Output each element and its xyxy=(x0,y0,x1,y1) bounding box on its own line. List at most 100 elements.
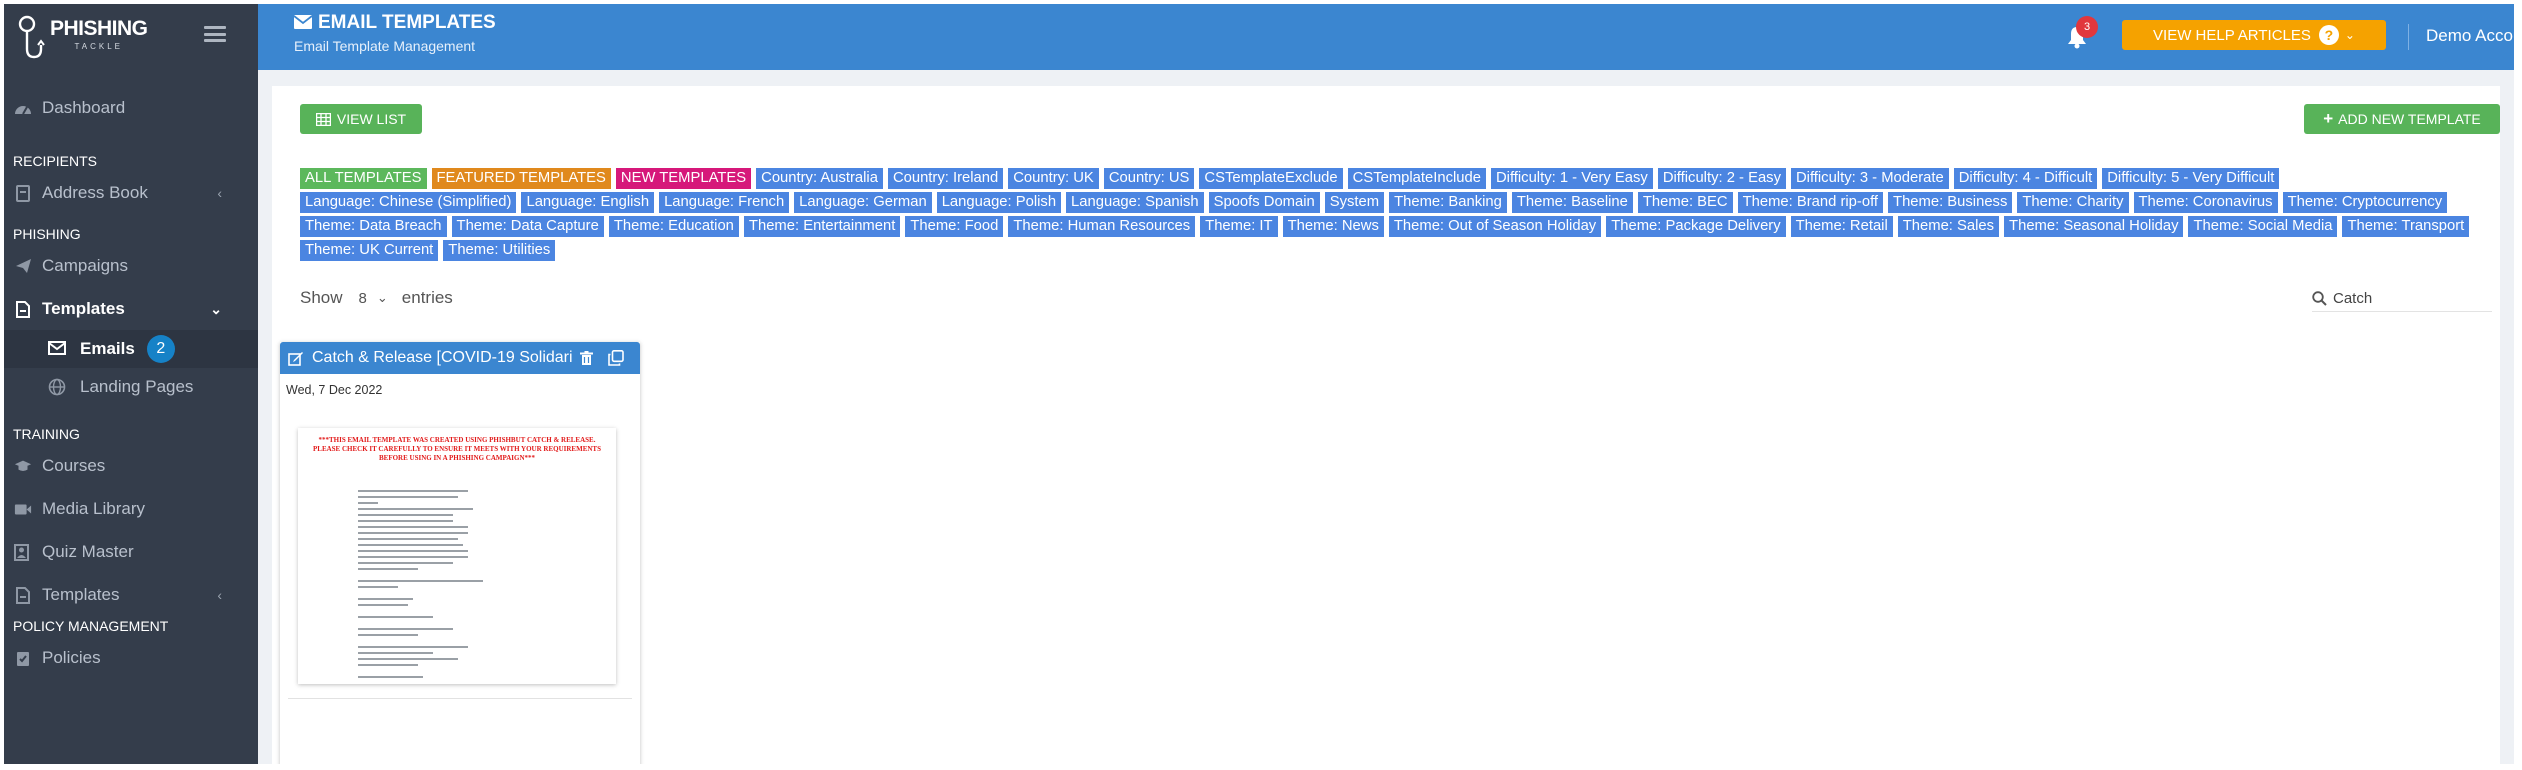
tag-filter[interactable]: Theme: Coronavirus xyxy=(2133,192,2278,213)
sidebar-item-dashboard[interactable]: Dashboard xyxy=(4,86,258,129)
sidebar-item-training-templates[interactable]: Templates ‹ xyxy=(4,573,258,616)
tag-filter[interactable]: Country: Ireland xyxy=(887,168,1004,189)
tag-filter[interactable]: Difficulty: 2 - Easy xyxy=(1657,168,1786,189)
tag-filter[interactable]: Theme: Transport xyxy=(2342,216,2470,237)
tag-filter[interactable]: Country: UK xyxy=(1008,168,1099,189)
tag-filter[interactable]: Difficulty: 5 - Very Difficult xyxy=(2102,168,2280,189)
chevron-down-icon: ⌄ xyxy=(376,290,388,305)
file-icon xyxy=(14,300,32,318)
account-name: Demo Account xyxy=(2426,26,2514,45)
tag-filter[interactable]: Country: Australia xyxy=(756,168,883,189)
tag-filter[interactable]: Theme: News xyxy=(1282,216,1384,237)
tag-filter[interactable]: Theme: BEC xyxy=(1637,192,1733,213)
entries-select[interactable]: 8 ⌄ xyxy=(359,290,388,307)
view-list-button[interactable]: VIEW LIST xyxy=(300,104,422,134)
sidebar: PHISHING TACKLE Dashboard RECIPIENTS Add… xyxy=(4,4,258,764)
tag-filter[interactable]: Theme: Retail xyxy=(1790,216,1893,237)
sidebar-item-emails[interactable]: Emails 2 xyxy=(4,330,258,368)
add-new-label: ADD NEW TEMPLATE xyxy=(2338,111,2481,127)
search-input[interactable] xyxy=(2333,290,2473,307)
tag-filter[interactable]: Theme: Seasonal Holiday xyxy=(2004,216,2184,237)
card-header: Catch & Release [COVID-19 Solidarity xyxy=(280,342,640,374)
tag-filter[interactable]: CSTemplateExclude xyxy=(1199,168,1343,189)
hook-logo-icon xyxy=(18,15,45,59)
tag-filter[interactable]: Language: Polish xyxy=(936,192,1062,213)
sidebar-label: Emails xyxy=(80,339,135,358)
tag-filter[interactable]: Theme: Education xyxy=(608,216,739,237)
edit-icon[interactable] xyxy=(288,351,304,366)
preview-text-line xyxy=(358,586,398,588)
preview-text-line xyxy=(358,646,468,648)
tag-filter[interactable]: Difficulty: 4 - Difficult xyxy=(1953,168,2098,189)
copy-icon[interactable] xyxy=(608,350,624,366)
tag-filter[interactable]: System xyxy=(1324,192,1385,213)
brand-sub: TACKLE xyxy=(74,42,124,51)
sidebar-label: Dashboard xyxy=(42,97,126,117)
tag-filter[interactable]: Theme: Human Resources xyxy=(1008,216,1196,237)
view-help-articles-button[interactable]: VIEW HELP ARTICLES ? ⌄ xyxy=(2122,20,2386,50)
account-menu[interactable]: Demo Account ⌄ xyxy=(2426,26,2514,46)
tag-filter[interactable]: CSTemplateInclude xyxy=(1347,168,1486,189)
tag-filter[interactable]: ALL TEMPLATES xyxy=(300,168,427,189)
sidebar-item-campaigns[interactable]: Campaigns xyxy=(4,244,258,287)
tag-filter[interactable]: Theme: Brand rip-off xyxy=(1737,192,1884,213)
tag-filter[interactable]: Theme: Data Breach xyxy=(300,216,447,237)
tag-filter[interactable]: Theme: Package Delivery xyxy=(1606,216,1786,237)
sidebar-label: Address Book xyxy=(42,182,148,202)
email-preview-thumbnail[interactable]: ***THIS EMAIL TEMPLATE WAS CREATED USING… xyxy=(298,428,616,684)
menu-toggle-icon[interactable] xyxy=(204,26,226,42)
sidebar-item-policies[interactable]: Policies xyxy=(4,636,258,679)
tag-filter[interactable]: NEW TEMPLATES xyxy=(615,168,752,189)
tag-filter[interactable]: Theme: Business xyxy=(1888,192,2013,213)
tag-filter[interactable]: Theme: Banking xyxy=(1389,192,1507,213)
tag-filter[interactable]: Theme: Cryptocurrency xyxy=(2282,192,2448,213)
brand-logo[interactable]: PHISHING TACKLE xyxy=(4,4,258,72)
tag-filter[interactable]: Language: French xyxy=(659,192,790,213)
table-icon xyxy=(315,112,331,126)
sidebar-label: Courses xyxy=(42,455,106,475)
tag-filter[interactable]: Theme: UK Current xyxy=(300,240,439,261)
tag-filter[interactable]: Theme: Sales xyxy=(1897,216,2000,237)
sidebar-item-courses[interactable]: Courses xyxy=(4,444,258,487)
chevron-down-icon: ⌄ xyxy=(2344,28,2355,42)
tag-filter[interactable]: FEATURED TEMPLATES xyxy=(431,168,611,189)
section-phishing: PHISHING xyxy=(13,226,81,242)
card-date: Wed, 7 Dec 2022 xyxy=(286,383,383,397)
trash-icon[interactable] xyxy=(580,351,593,366)
tag-filter[interactable]: Language: English xyxy=(521,192,655,213)
preview-text-line xyxy=(358,532,468,534)
sidebar-label: Policies xyxy=(42,647,101,667)
tag-filter[interactable]: Theme: Food xyxy=(905,216,1004,237)
preview-text-line xyxy=(358,520,453,522)
preview-text-line xyxy=(358,604,408,606)
tag-filter[interactable]: Theme: Data Capture xyxy=(451,216,604,237)
envelope-icon xyxy=(293,15,313,29)
tag-filter[interactable]: Theme: Out of Season Holiday xyxy=(1388,216,1602,237)
tag-filter[interactable]: Theme: Charity xyxy=(2017,192,2129,213)
tag-filter[interactable]: Theme: Entertainment xyxy=(743,216,901,237)
card-title[interactable]: Catch & Release [COVID-19 Solidarity xyxy=(312,349,572,366)
sidebar-item-quiz-master[interactable]: Quiz Master xyxy=(4,530,258,573)
show-label: Show xyxy=(300,288,343,307)
tag-filter[interactable]: Country: US xyxy=(1103,168,1195,189)
tag-filter[interactable]: Difficulty: 3 - Moderate xyxy=(1790,168,1949,189)
tag-filter[interactable]: Language: Chinese (Simplified) xyxy=(300,192,517,213)
tag-filter[interactable]: Theme: IT xyxy=(1200,216,1278,237)
sidebar-item-media-library[interactable]: Media Library xyxy=(4,487,258,530)
tag-filter[interactable]: Language: German xyxy=(794,192,932,213)
view-list-label: VIEW LIST xyxy=(336,111,407,127)
add-new-template-button[interactable]: + ADD NEW TEMPLATE xyxy=(2304,104,2500,134)
sidebar-item-landing-pages[interactable]: Landing Pages xyxy=(4,368,258,406)
tag-filter[interactable]: Spoofs Domain xyxy=(1208,192,1320,213)
sidebar-item-address-book[interactable]: Address Book ‹ xyxy=(4,171,258,214)
sidebar-item-templates[interactable]: Templates ⌄ xyxy=(4,287,258,330)
tag-filter[interactable]: Theme: Utilities xyxy=(443,240,556,261)
tag-filter[interactable]: Theme: Social Media xyxy=(2188,216,2338,237)
preview-text-line xyxy=(358,580,483,582)
preview-text-line xyxy=(358,544,463,546)
tag-filter[interactable]: Difficulty: 1 - Very Easy xyxy=(1490,168,1653,189)
tag-filter[interactable]: Language: Spanish xyxy=(1066,192,1204,213)
tag-filter[interactable]: Theme: Baseline xyxy=(1511,192,1633,213)
page-title: EMAIL TEMPLATES xyxy=(293,12,496,34)
